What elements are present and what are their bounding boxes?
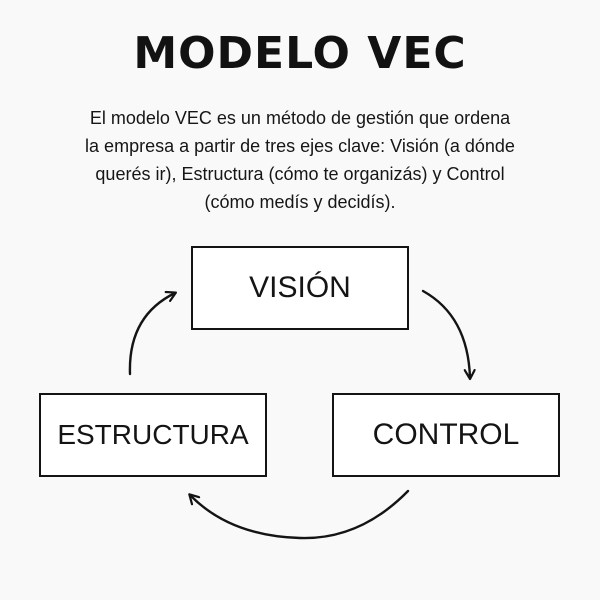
description-line: querés ir), Estructura (cómo te organizá… — [95, 164, 505, 184]
description-line: (cómo medís y decidís). — [204, 192, 396, 212]
arrow-control-to-estructura — [190, 489, 410, 540]
arrow-vision-to-control — [421, 289, 470, 378]
description: El modelo VEC es un método de gestión qu… — [55, 104, 545, 216]
description-line: El modelo VEC es un método de gestión qu… — [89, 108, 511, 128]
node-control: CONTROL — [332, 393, 560, 477]
description-line: la empresa a partir de tres ejes clave: … — [85, 136, 515, 156]
node-estructura: ESTRUCTURA — [39, 393, 267, 477]
arrow-estructura-to-vision — [128, 293, 175, 376]
page-title: MODELO VEC — [133, 28, 467, 79]
node-vision: VISIÓN — [191, 246, 409, 330]
